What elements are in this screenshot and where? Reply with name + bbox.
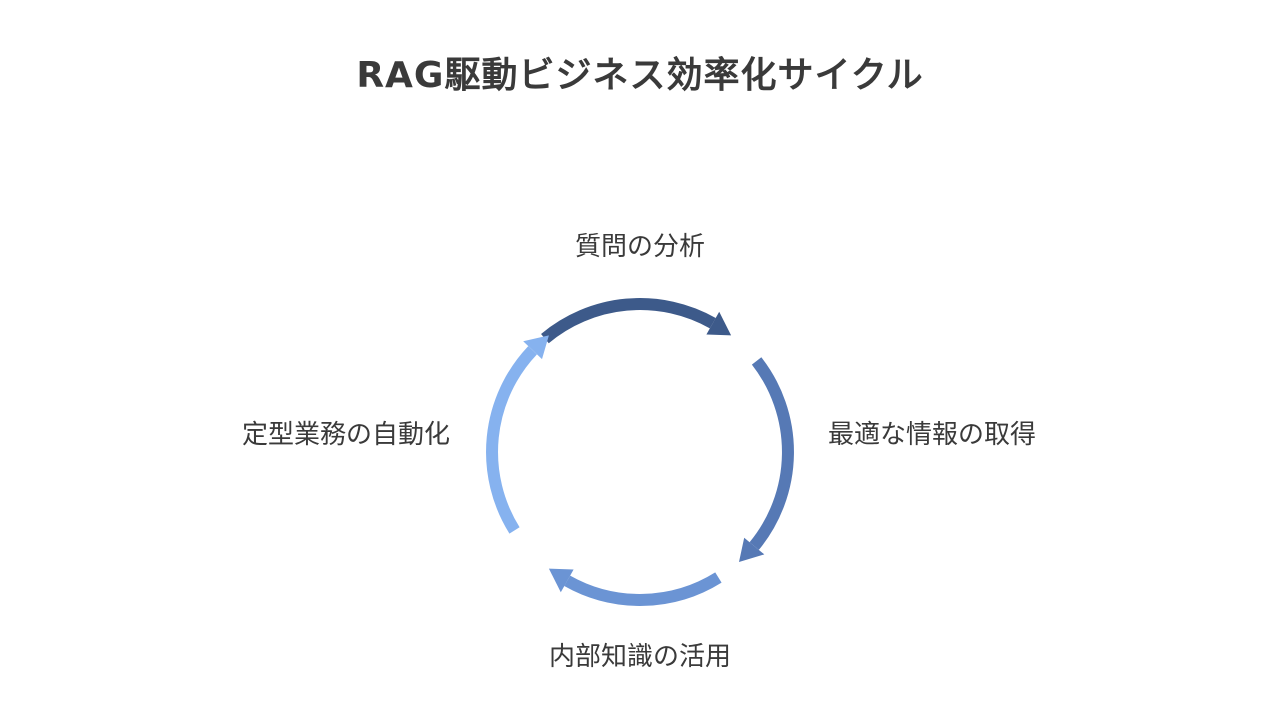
diagram-title: RAG駆動ビジネス効率化サイクル xyxy=(356,55,924,96)
cycle-arc-4 xyxy=(486,335,549,534)
step-label-analyze-question: 質問の分析 xyxy=(574,232,705,262)
step-label-retrieve-information: 最適な情報の取得 xyxy=(828,420,1037,450)
cycle-arc-1 xyxy=(541,298,732,344)
step-label-use-internal-knowledge: 内部知識の活用 xyxy=(548,642,731,672)
cycle-arc-2 xyxy=(739,357,794,562)
step-label-automate-routine-work: 定型業務の自動化 xyxy=(241,420,450,450)
cycle-arc-3 xyxy=(548,568,722,606)
